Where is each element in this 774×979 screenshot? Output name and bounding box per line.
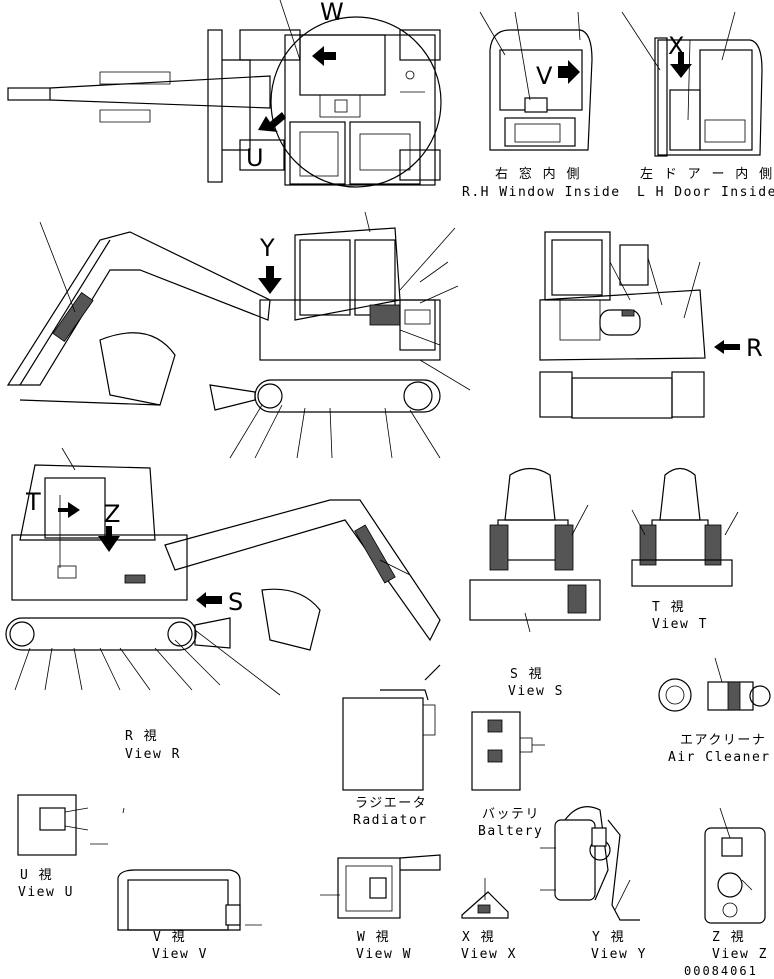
w-view-label-en: View W — [356, 947, 412, 962]
view-letter-t: T — [26, 488, 41, 516]
s-view-label-en: View S — [508, 684, 564, 699]
rh-window-label-en: R.H Window Inside — [462, 185, 621, 200]
view-letter-u: U — [246, 144, 264, 172]
v-view — [117, 869, 262, 931]
s-view-label-jp: S 視 — [510, 667, 544, 682]
w-view-label-jp: W 視 — [357, 930, 391, 945]
t-view-label-jp: T 視 — [652, 600, 686, 615]
battery-label-jp: バッテリ — [482, 807, 541, 822]
view-letter-s: S — [228, 588, 244, 616]
top-plan-view — [7, 0, 442, 188]
lh-door-inside-view — [621, 11, 763, 157]
rh-window-label-jp: 右 窓 内 側 — [495, 167, 581, 182]
air-cleaner-view — [658, 657, 771, 712]
air-cleaner-label-en: Air Cleaner — [668, 750, 771, 765]
view-letter-y: Y — [260, 234, 275, 262]
r-view-label-en: View R — [125, 747, 181, 762]
rh-window-inside-view — [479, 11, 593, 151]
z-view — [704, 807, 766, 924]
drawing-number: 00084061 — [684, 964, 758, 978]
w-view — [320, 854, 441, 919]
y-view-label-jp: Y 視 — [592, 930, 626, 945]
r-view-label-jp: R 視 — [125, 729, 159, 744]
radiator-view — [342, 664, 441, 791]
x-view — [461, 878, 509, 919]
view-letter-v: V — [536, 62, 553, 90]
seat-view-t — [631, 467, 739, 587]
view-letter-x: X — [668, 32, 685, 60]
battery-view — [471, 711, 545, 791]
u-view-label-en: View U — [18, 885, 74, 900]
z-view-label-en: View Z — [712, 947, 768, 962]
y-view-label-en: View Y — [591, 947, 647, 962]
v-view-label-en: View V — [152, 947, 208, 962]
view-letter-r: R — [746, 334, 763, 362]
view-letter-z: Z — [104, 500, 121, 528]
radiator-label-en: Radiator — [353, 813, 428, 828]
seat-view-s — [469, 467, 601, 633]
z-view-label-jp: Z 視 — [712, 930, 746, 945]
x-view-label-jp: X 視 — [462, 930, 496, 945]
side-view-left — [6, 211, 471, 459]
t-view-label-en: View T — [652, 617, 708, 632]
lh-door-label-jp: 左 ド ア ー 内 側 — [640, 167, 774, 182]
air-cleaner-label-jp: エアクリーナ — [680, 733, 767, 748]
y-view — [540, 806, 640, 921]
view-letter-w: W — [320, 0, 344, 26]
u-view — [17, 794, 108, 856]
side-view-right — [5, 447, 441, 696]
u-view-label-jp: U 視 — [20, 868, 54, 883]
lh-door-label-en: L H Door Inside — [637, 185, 774, 200]
rear-view-right — [539, 231, 740, 419]
v-view-label-jp: V 視 — [153, 930, 187, 945]
x-view-label-en: View X — [461, 947, 517, 962]
radiator-label-jp: ラジエータ — [355, 796, 428, 811]
battery-label-en: Baltery — [478, 824, 544, 839]
